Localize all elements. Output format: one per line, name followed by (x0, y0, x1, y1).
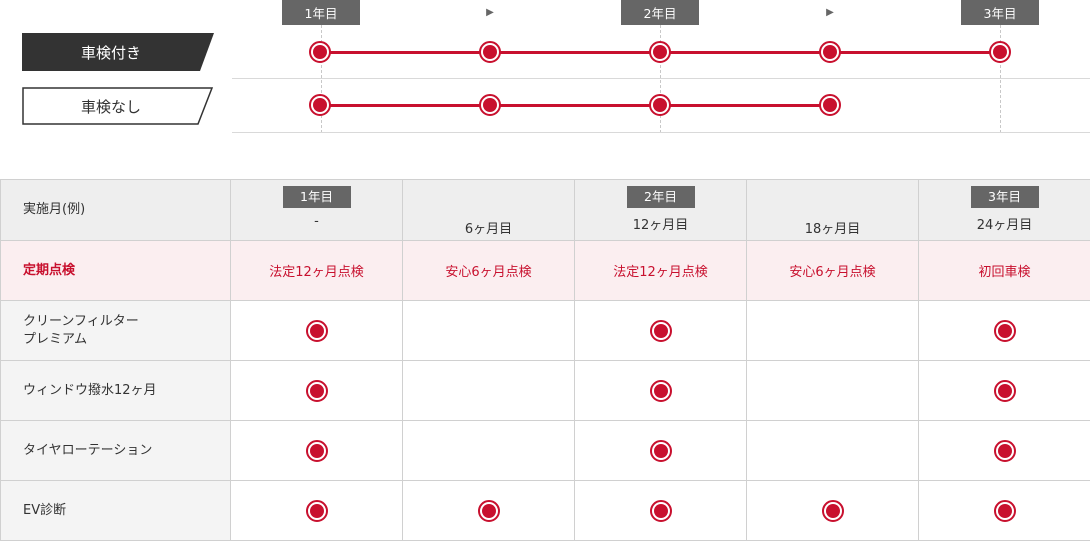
service-item-label-line: クリーンフィルター (23, 313, 139, 329)
timeline-stop-dot-icon (989, 41, 1011, 63)
service-item-label: ウィンドウ撥水12ヶ月 (0, 360, 231, 421)
timeline-divider (232, 132, 1090, 133)
scheduled-dot-icon (305, 379, 328, 402)
scheduled-dot-icon (649, 439, 672, 462)
schedule-cell (230, 480, 403, 541)
schedule-cell (574, 360, 747, 421)
table-header-row: 実施月(例) 1年目 - 6ヶ月目 2年目 12ヶ月目 18ヶ月目 3年目 24ヶ月目 (0, 179, 1090, 241)
table-row: クリーンフィルタープレミアム (0, 300, 1090, 361)
schedule-cell (402, 420, 575, 481)
timeline-arrow-icon: ▶ (486, 7, 494, 18)
month-label: 6ヶ月目 (464, 222, 513, 237)
timeline-label-text: 車検なし (80, 97, 141, 116)
schedule-cell (230, 360, 403, 421)
schedule-cell (918, 420, 1090, 481)
timeline-stop-dot-icon (819, 94, 841, 116)
header-label: 実施月(例) (0, 179, 231, 241)
month-label: - (314, 214, 319, 229)
month-label: 24ヶ月目 (976, 218, 1033, 233)
header-cell: 1年目 - (230, 179, 403, 241)
schedule-cell (574, 480, 747, 541)
year-badge: 2年目 (626, 186, 695, 208)
schedule-cell (230, 300, 403, 361)
inspection-type-cell: 安心6ヶ月点検 (746, 240, 919, 301)
schedule-cell (402, 300, 575, 361)
table-row: タイヤローテーション (0, 420, 1090, 481)
timeline-year-3-badge: 3年目 (961, 0, 1039, 25)
scheduled-dot-icon (649, 319, 672, 342)
schedule-cell (746, 360, 919, 421)
label-parallelogram-shape (22, 33, 214, 71)
inspection-row: 定期点検 法定12ヶ月点検安心6ヶ月点検法定12ヶ月点検安心6ヶ月点検初回車検 (0, 240, 1090, 301)
schedule-cell (574, 420, 747, 481)
timeline-stop-dot-icon (479, 94, 501, 116)
inspection-type-cell: 法定12ヶ月点検 (574, 240, 747, 301)
timeline-guide (660, 25, 661, 133)
maintenance-schedule-table: 実施月(例) 1年目 - 6ヶ月目 2年目 12ヶ月目 18ヶ月目 3年目 24ヶ月目 定期点… (0, 179, 1090, 541)
timeline-arrow-icon: ▶ (826, 7, 834, 18)
scheduled-dot-icon (993, 499, 1016, 522)
schedule-cell (746, 420, 919, 481)
schedule-cell (230, 420, 403, 481)
service-item-label-line: プレミアム (23, 331, 88, 347)
schedule-cell (918, 300, 1090, 361)
scheduled-dot-icon (649, 379, 672, 402)
timeline-stop-dot-icon (479, 41, 501, 63)
year-badge: 3年目 (970, 186, 1039, 208)
timeline-year-2-badge: 2年目 (621, 0, 699, 25)
timeline-stop-dot-icon (649, 41, 671, 63)
header-cell: 6ヶ月目 (402, 179, 575, 241)
year-badge: 1年目 (282, 186, 351, 208)
table-row: ウィンドウ撥水12ヶ月 (0, 360, 1090, 421)
timeline-stop-dot-icon (649, 94, 671, 116)
timeline-guide (1000, 25, 1001, 133)
service-item-label-line: EV診断 (23, 502, 67, 518)
timeline-divider (232, 78, 1090, 79)
scheduled-dot-icon (993, 439, 1016, 462)
service-item-label: タイヤローテーション (0, 420, 231, 481)
timeline-stop-dot-icon (309, 41, 331, 63)
timeline-label-without-inspection: 車検なし (22, 87, 214, 125)
service-item-label-line: ウィンドウ撥水12ヶ月 (23, 382, 157, 398)
inspection-type-cell: 初回車検 (918, 240, 1090, 301)
table-row: EV診断 (0, 480, 1090, 541)
service-item-label: EV診断 (0, 480, 231, 541)
scheduled-dot-icon (993, 319, 1016, 342)
inspection-type-cell: 法定12ヶ月点検 (230, 240, 403, 301)
scheduled-dot-icon (305, 439, 328, 462)
schedule-cell (746, 480, 919, 541)
schedule-cell (746, 300, 919, 361)
timeline-stop-dot-icon (819, 41, 841, 63)
timeline-guide (321, 25, 322, 133)
schedule-cell (918, 480, 1090, 541)
scheduled-dot-icon (305, 319, 328, 342)
scheduled-dot-icon (993, 379, 1016, 402)
service-item-label: クリーンフィルタープレミアム (0, 300, 231, 361)
timeline-label-with-inspection: 車検付き (22, 33, 214, 71)
month-label: 12ヶ月目 (632, 218, 689, 233)
timeline-stop-dot-icon (309, 94, 331, 116)
schedule-cell (402, 480, 575, 541)
scheduled-dot-icon (305, 499, 328, 522)
inspection-label: 定期点検 (0, 240, 231, 301)
timeline-year-1-badge: 1年目 (282, 0, 360, 25)
scheduled-dot-icon (477, 499, 500, 522)
header-cell: 3年目 24ヶ月目 (918, 179, 1090, 241)
service-item-label-line: タイヤローテーション (23, 442, 153, 458)
month-label: 18ヶ月目 (804, 222, 861, 237)
schedule-cell (574, 300, 747, 361)
scheduled-dot-icon (649, 499, 672, 522)
schedule-cell (402, 360, 575, 421)
header-cell: 18ヶ月目 (746, 179, 919, 241)
inspection-type-cell: 安心6ヶ月点検 (402, 240, 575, 301)
label-parallelogram-outline (22, 87, 214, 125)
header-cell: 2年目 12ヶ月目 (574, 179, 747, 241)
schedule-cell (918, 360, 1090, 421)
timeline-label-text: 車検付き (80, 43, 141, 62)
scheduled-dot-icon (821, 499, 844, 522)
timeline-track-line (320, 104, 830, 107)
